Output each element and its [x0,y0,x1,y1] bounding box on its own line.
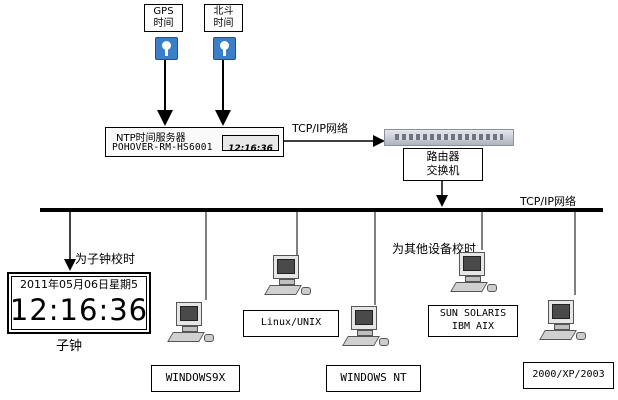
beidou-source-box: 北斗 时间 [204,4,243,32]
computer-label: WINDOWS9X [165,371,226,384]
beidou-label: 北斗 [213,6,234,17]
computer-label-box: 2000/XP/2003 [523,362,614,389]
computer-icon [539,300,586,346]
clock-sync-label: 为子钟校时 [75,252,136,266]
gps-antenna-icon [155,37,178,60]
computer-label: Linux/UNIX [260,317,322,328]
switch-label: 交换机 [426,164,460,177]
slave-clock-date: 2011年05月06日星期5 [20,278,138,291]
gps-source-box: GPS 时间 [144,4,183,32]
slave-clock-inner [11,276,147,330]
network-label-top: TCP/IP网络 [292,122,348,135]
router-label: 路由器 [426,150,460,163]
computer-icon [264,255,311,301]
ntp-server-display-time: 12:16:36 [228,144,273,154]
slave-clock: 2011年05月06日星期5 12:16:36 [7,272,151,334]
router-switch-box: 路由器 交换机 [403,148,483,181]
slave-clock-time: 12:16:36 [9,293,149,327]
gps-label: GPS [153,6,174,17]
computer-label-box: WINDOWS9X [151,365,240,392]
ntp-server-unit: NTP时间服务器 POHOVER-RM-HS6001 12:16:36 [105,127,284,157]
computer-icon [450,252,497,298]
slave-clock-caption: 子钟 [56,339,83,354]
computer-label: 2000/XP/2003 [532,369,605,380]
network-label-bus: TCP/IP网络 [520,195,576,208]
ntp-server-name: NTP时间服务器 [116,133,186,144]
computer-icon [167,302,214,348]
computer-label-box: SUN SOLARIS IBM AIX [428,305,518,337]
router-switch-device [384,129,514,146]
computer-label-line2: IBM AIX [451,321,495,332]
computer-label: WINDOWS NT [340,371,407,384]
ntp-server-display: 12:16:36 [222,135,279,154]
gps-sublabel: 时间 [153,18,174,29]
computer-icon [342,306,389,352]
computer-label-box: Linux/UNIX [243,310,339,337]
beidou-sublabel: 时间 [213,18,234,29]
beidou-antenna-icon [213,37,236,60]
devices-sync-label: 为其他设备校时 [392,242,477,256]
computer-label: SUN SOLARIS [439,308,507,319]
ntp-server-model: POHOVER-RM-HS6001 [112,142,213,153]
computer-label-box: WINDOWS NT [326,365,421,392]
